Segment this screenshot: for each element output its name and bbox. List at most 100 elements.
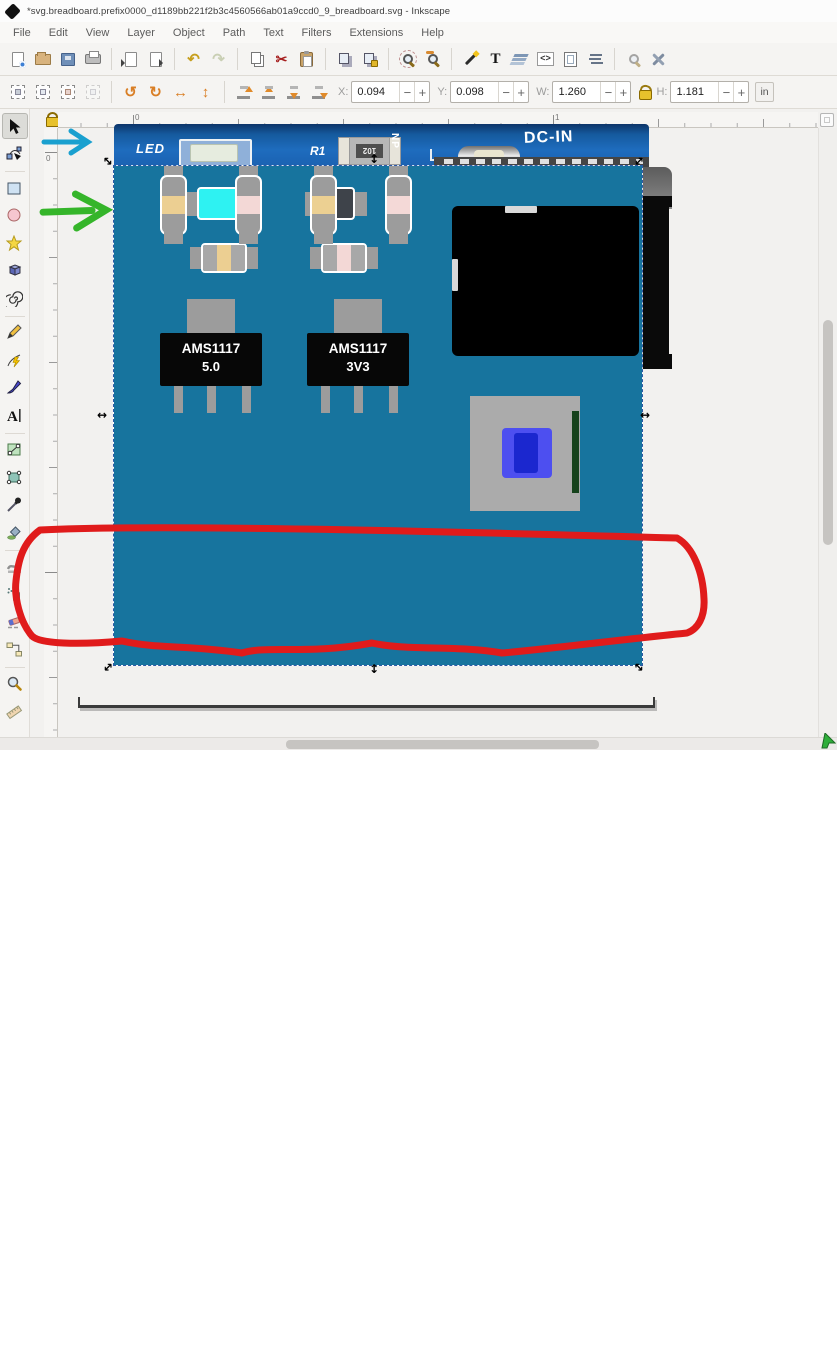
menu-object[interactable]: Object — [172, 26, 205, 39]
tool-text[interactable]: A — [2, 402, 28, 428]
select-same-button[interactable] — [55, 80, 80, 105]
tool-star[interactable] — [2, 230, 28, 256]
undo-button[interactable]: ↶ — [181, 47, 206, 72]
ruler-corner-button[interactable] — [820, 113, 834, 127]
select-all-button[interactable] — [5, 80, 30, 105]
new-document-button[interactable] — [5, 47, 30, 72]
fill-stroke-button[interactable] — [458, 47, 483, 72]
vertical-ruler[interactable]: 0 — [44, 128, 58, 737]
tool-eraser[interactable] — [2, 609, 28, 635]
tool-spiral[interactable] — [2, 285, 28, 311]
vertical-scrollbar-thumb[interactable] — [823, 320, 833, 545]
horizontal-scrollbar-thumb[interactable] — [286, 740, 599, 749]
tool-zoom[interactable] — [2, 671, 28, 697]
y-input[interactable]: 0.098 — [456, 86, 484, 98]
duplicate-button[interactable] — [332, 47, 357, 72]
h-minus-button[interactable]: − — [718, 82, 733, 102]
copy-button[interactable] — [244, 47, 269, 72]
text-dialog-button[interactable]: T — [483, 47, 508, 72]
select-all-layers-button[interactable] — [30, 80, 55, 105]
lower-to-bottom-button[interactable] — [306, 80, 331, 105]
vruler-label-0: 0 — [46, 154, 51, 163]
menu-layer[interactable]: Layer — [127, 26, 155, 39]
align-icon — [589, 53, 602, 57]
zoom-selection-icon — [398, 50, 417, 68]
menu-extensions[interactable]: Extensions — [349, 26, 404, 39]
rotate-cw-button[interactable]: ↻ — [143, 80, 168, 105]
tool-selector[interactable] — [1, 113, 28, 139]
select-all-layers-icon — [35, 85, 50, 99]
xml-editor-button[interactable]: <> — [533, 47, 558, 72]
save-document-button[interactable] — [55, 47, 80, 72]
menu-view[interactable]: View — [85, 26, 110, 39]
w-input[interactable]: 1.260 — [558, 86, 586, 98]
tool-node-editor[interactable] — [2, 141, 28, 167]
y-minus-button[interactable]: − — [498, 82, 513, 102]
clone-button[interactable] — [357, 47, 382, 72]
menu-text[interactable]: Text — [263, 26, 284, 39]
toolbar-separator — [237, 48, 238, 70]
import-button[interactable] — [118, 47, 143, 72]
hruler-label-0: 0 — [135, 113, 140, 122]
find-button[interactable] — [621, 47, 646, 72]
tool-calligraphy[interactable] — [2, 375, 28, 401]
tool-ellipse[interactable] — [2, 203, 28, 229]
zoom-selection-button[interactable] — [395, 47, 420, 72]
fill-stroke-icon — [464, 53, 477, 65]
tool-dropper[interactable] — [2, 492, 28, 518]
x-input[interactable]: 0.094 — [357, 86, 385, 98]
star-icon — [6, 234, 23, 251]
unit-select[interactable]: in — [755, 82, 774, 102]
raise-to-top-button[interactable] — [231, 80, 256, 105]
tool-rectangle[interactable] — [2, 175, 28, 201]
raise-button[interactable] — [256, 80, 281, 105]
tool-paint-bucket[interactable] — [2, 519, 28, 545]
tool-box-3d[interactable] — [2, 258, 28, 284]
tool-pencil[interactable] — [2, 320, 28, 346]
document-properties-icon — [564, 51, 577, 67]
vertical-scrollbar[interactable] — [818, 128, 837, 737]
workspace: A 0 1 0 LED R1 102 — [0, 109, 837, 1346]
rotate-ccw-button[interactable]: ↺ — [118, 80, 143, 105]
h-input[interactable]: 1.181 — [676, 86, 704, 98]
preferences-button[interactable] — [646, 47, 671, 72]
w-minus-button[interactable]: − — [600, 82, 615, 102]
x-plus-button[interactable]: + — [414, 82, 429, 102]
tool-bezier-pen[interactable] — [2, 347, 28, 373]
flip-vertical-button[interactable]: ↕ — [193, 80, 218, 105]
preferences-icon — [652, 52, 665, 66]
copy-icon — [250, 52, 261, 64]
tool-connector[interactable] — [2, 636, 28, 662]
tool-mesh-gradient[interactable] — [2, 464, 28, 490]
y-plus-button[interactable]: + — [513, 82, 528, 102]
import-icon — [120, 51, 137, 67]
layers-dialog-button[interactable] — [508, 47, 533, 72]
w-label: W: — [536, 86, 550, 98]
lock-ratio-toggle[interactable] — [639, 85, 653, 100]
tool-measure[interactable] — [2, 698, 28, 724]
document-properties-button[interactable] — [558, 47, 583, 72]
open-document-button[interactable] — [30, 47, 55, 72]
print-button[interactable] — [80, 47, 105, 72]
flip-horizontal-button[interactable]: ↔ — [168, 80, 193, 105]
deselect-icon — [85, 85, 100, 99]
bezier-pen-icon — [7, 354, 21, 367]
zoom-drawing-button[interactable] — [420, 47, 445, 72]
menu-filters[interactable]: Filters — [301, 26, 332, 39]
x-minus-button[interactable]: − — [399, 82, 414, 102]
menu-file[interactable]: File — [13, 26, 31, 39]
lower-button[interactable] — [281, 80, 306, 105]
cut-button[interactable]: ✂ — [269, 47, 294, 72]
horizontal-scrollbar[interactable] — [0, 737, 837, 750]
redo-button[interactable]: ↷ — [206, 47, 231, 72]
tool-gradient[interactable] — [2, 437, 28, 463]
h-plus-button[interactable]: + — [733, 82, 748, 102]
paste-button[interactable] — [294, 47, 319, 72]
menu-edit[interactable]: Edit — [48, 26, 68, 39]
w-plus-button[interactable]: + — [615, 82, 630, 102]
menu-path[interactable]: Path — [222, 26, 246, 39]
export-button[interactable] — [143, 47, 168, 72]
drawing-canvas[interactable]: LED R1 102 NP DC-IN — [0, 124, 760, 1346]
align-distribute-button[interactable] — [583, 47, 608, 72]
menu-help[interactable]: Help — [421, 26, 444, 39]
